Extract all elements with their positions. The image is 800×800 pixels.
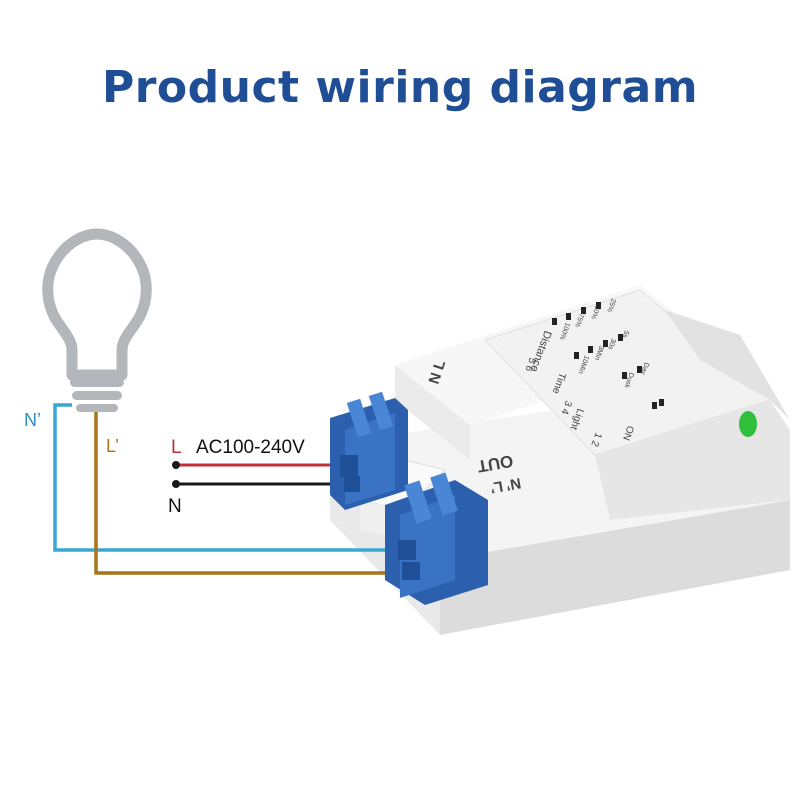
- supply-neutral-terminal-dot: [172, 480, 180, 488]
- input-terminal-label: N L: [426, 358, 450, 386]
- voltage-label: AC100-240V: [196, 437, 305, 458]
- page-title: Product wiring diagram: [101, 62, 699, 113]
- neutral-out-label: N’: [24, 410, 41, 430]
- light-bulb-icon: [42, 228, 152, 412]
- time-value-4: 5s: [620, 329, 629, 339]
- neutral-in-label: N: [168, 496, 182, 517]
- time-value-3: 30s: [606, 337, 617, 350]
- time-value-2: 3Min: [593, 344, 605, 361]
- output-terminal-block: [385, 472, 488, 605]
- distance-value-4: 25%: [605, 297, 616, 313]
- light-switch-numbers: 1 2: [588, 431, 603, 448]
- light-value-1: Day: [639, 361, 650, 376]
- load-neutral-wire: [53, 403, 412, 552]
- distance-value-2: 75%: [573, 312, 584, 328]
- output-terminals-label: N’ L’: [489, 474, 522, 496]
- dip-on-label: ON: [620, 424, 635, 442]
- time-switch-numbers: 3 4: [558, 399, 573, 416]
- input-terminal-block: [330, 391, 408, 510]
- load-line-wire: [94, 412, 418, 575]
- line-out-label: L’: [106, 436, 119, 456]
- distance-switch-numbers: 5 6: [522, 356, 537, 373]
- line-in-label: L: [171, 437, 182, 458]
- supply-line-terminal-dot: [172, 461, 180, 469]
- indicator-led: [739, 411, 757, 437]
- distance-value-3: 50%: [589, 304, 600, 320]
